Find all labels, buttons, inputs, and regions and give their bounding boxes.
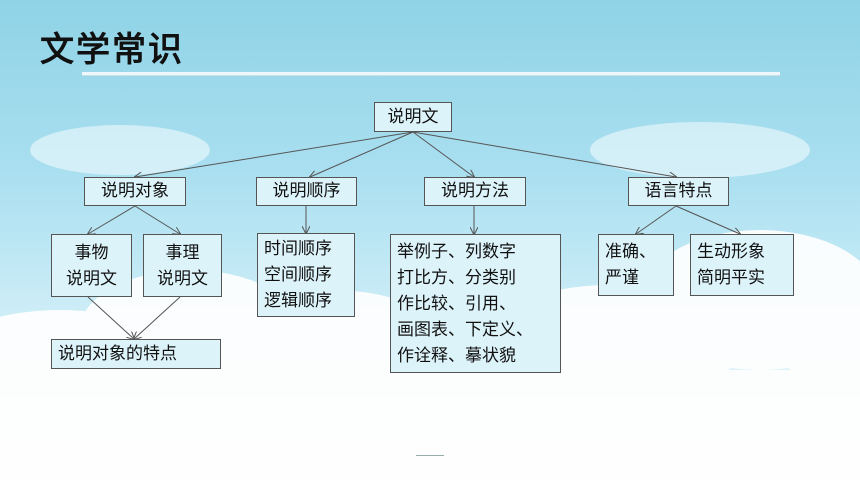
connector-root-object xyxy=(135,131,414,177)
method-item: 举例子、列数字 xyxy=(397,241,516,262)
category-object: 说明对象 xyxy=(84,177,186,206)
order-items-box: 时间顺序 空间顺序 逻辑顺序 xyxy=(257,233,355,317)
category-language-label: 语言特点 xyxy=(644,181,713,201)
principles-line-2: 说明文 xyxy=(157,268,208,289)
accuracy-line-1: 准确、 xyxy=(605,242,656,262)
language-accuracy-box: 准确、 严谨 xyxy=(598,234,674,296)
category-method-label: 说明方法 xyxy=(441,181,509,201)
things-line-2: 说明文 xyxy=(66,268,117,289)
connector-root-language xyxy=(412,131,676,177)
category-object-label: 说明对象 xyxy=(101,181,169,201)
title-divider xyxy=(82,72,780,76)
root-node: 说明文 xyxy=(374,102,452,132)
connector-object-things xyxy=(88,205,136,234)
method-item: 作诠释、摹状貌 xyxy=(397,345,516,366)
connector-object-principles xyxy=(134,205,180,234)
connector-root-method xyxy=(412,131,474,177)
principles-line-1: 事理 xyxy=(165,242,200,263)
page-title: 文学常识 xyxy=(40,30,184,70)
method-item: 打比方、分类别 xyxy=(397,267,516,288)
category-language: 语言特点 xyxy=(628,177,729,206)
category-method: 说明方法 xyxy=(424,177,526,206)
object-feature-box: 说明对象的特点 xyxy=(51,339,221,369)
order-item: 空间顺序 xyxy=(264,265,332,285)
root-node-label: 说明文 xyxy=(387,106,439,127)
connector-root-order xyxy=(310,131,414,177)
things-line-1: 事物 xyxy=(74,242,109,263)
object-principles-box: 事理 说明文 xyxy=(143,234,222,297)
feature-label: 说明对象的特点 xyxy=(58,343,177,364)
connector-things-feature xyxy=(87,296,134,339)
connector-language-accuracy xyxy=(636,205,677,234)
order-item: 时间顺序 xyxy=(264,239,332,259)
category-order-label: 说明顺序 xyxy=(272,181,341,201)
accuracy-line-2: 严谨 xyxy=(605,268,639,288)
language-vivid-box: 生动形象 简明平实 xyxy=(690,234,794,296)
order-item: 逻辑顺序 xyxy=(264,291,332,311)
method-items-box: 举例子、列数字 打比方、分类别 作比较、引用、 画图表、下定义、 作诠释、摹状貌 xyxy=(390,234,561,373)
connector-principles-feature xyxy=(134,296,181,339)
method-item: 画图表、下定义、 xyxy=(397,319,533,340)
category-order: 说明顺序 xyxy=(256,177,357,206)
connector-language-vivid xyxy=(675,205,740,234)
vivid-line-2: 简明平实 xyxy=(697,268,765,288)
object-things-box: 事物 说明文 xyxy=(51,234,132,297)
footer-divider xyxy=(416,455,444,456)
method-item: 作比较、引用、 xyxy=(397,293,516,314)
vivid-line-1: 生动形象 xyxy=(697,242,765,262)
